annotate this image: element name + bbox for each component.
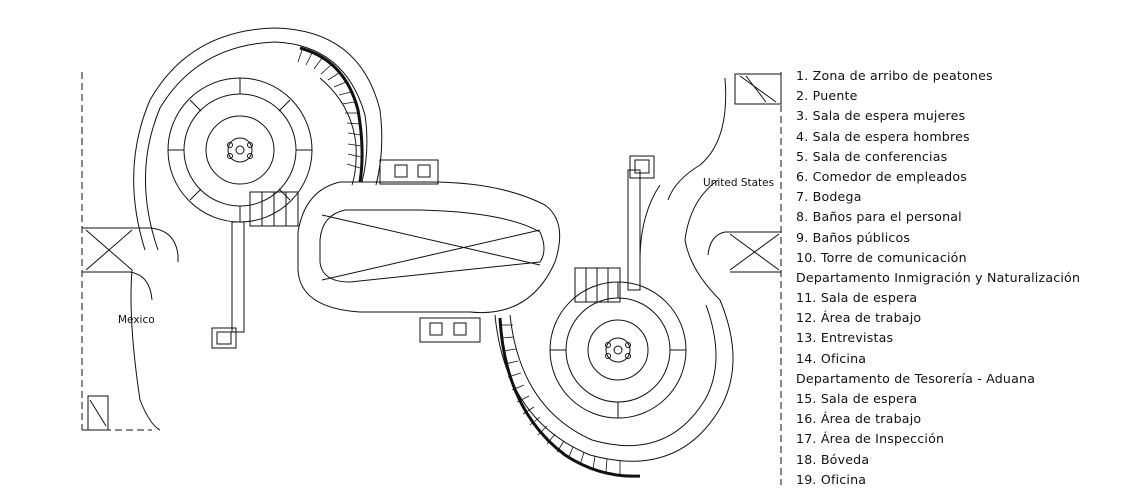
- legend-item: 13. Entrevistas: [796, 330, 894, 346]
- legend-item: 16. Área de trabajo: [796, 411, 922, 427]
- united-states-label: United States: [703, 177, 774, 189]
- legend-item: 18. Bóveda: [796, 451, 870, 467]
- legend-section-heading: Departamento de Tesorería - Aduana: [796, 370, 1036, 386]
- legend-section-heading: Departamento Inmigración y Naturalizació…: [796, 269, 1081, 285]
- legend-item: 5. Sala de conferencias: [796, 148, 948, 164]
- east-stair-ramp: [498, 317, 641, 478]
- legend-item: 12. Área de trabajo: [796, 310, 922, 326]
- legend-item: 8. Baños para el personal: [796, 209, 962, 225]
- us-approach-road: [667, 73, 782, 273]
- east-building: [419, 155, 734, 462]
- legend-item: 17. Área de Inspección: [796, 431, 945, 447]
- legend-item: 1. Zona de arribo de peatones: [796, 68, 993, 83]
- legend-item: 9. Baños públicos: [796, 229, 911, 245]
- legend: 1. Zona de arribo de peatones 2. Puente …: [796, 66, 1136, 490]
- mexico-label: Mexico: [118, 314, 155, 326]
- mexico-approach-road: [82, 227, 179, 431]
- west-stair-ramp: [297, 46, 364, 183]
- legend-item: 7. Bodega: [796, 189, 862, 205]
- legend-item: 6. Comedor de empleados: [796, 168, 967, 184]
- west-building: [133, 27, 383, 349]
- legend-item: 14. Oficina: [796, 350, 867, 366]
- legend-item: 3. Sala de espera mujeres: [796, 108, 966, 124]
- legend-item: 19. Oficina: [796, 471, 867, 487]
- border-line-left: [81, 72, 152, 431]
- legend-item: 11. Sala de espera: [796, 290, 918, 306]
- legend-item: 4. Sala de espera hombres: [796, 128, 970, 144]
- bridge: [297, 159, 561, 314]
- legend-item: 2. Puente: [796, 88, 858, 104]
- legend-item: 15. Sala de espera: [796, 391, 918, 406]
- legend-item: 10. Torre de comunicación: [796, 249, 967, 265]
